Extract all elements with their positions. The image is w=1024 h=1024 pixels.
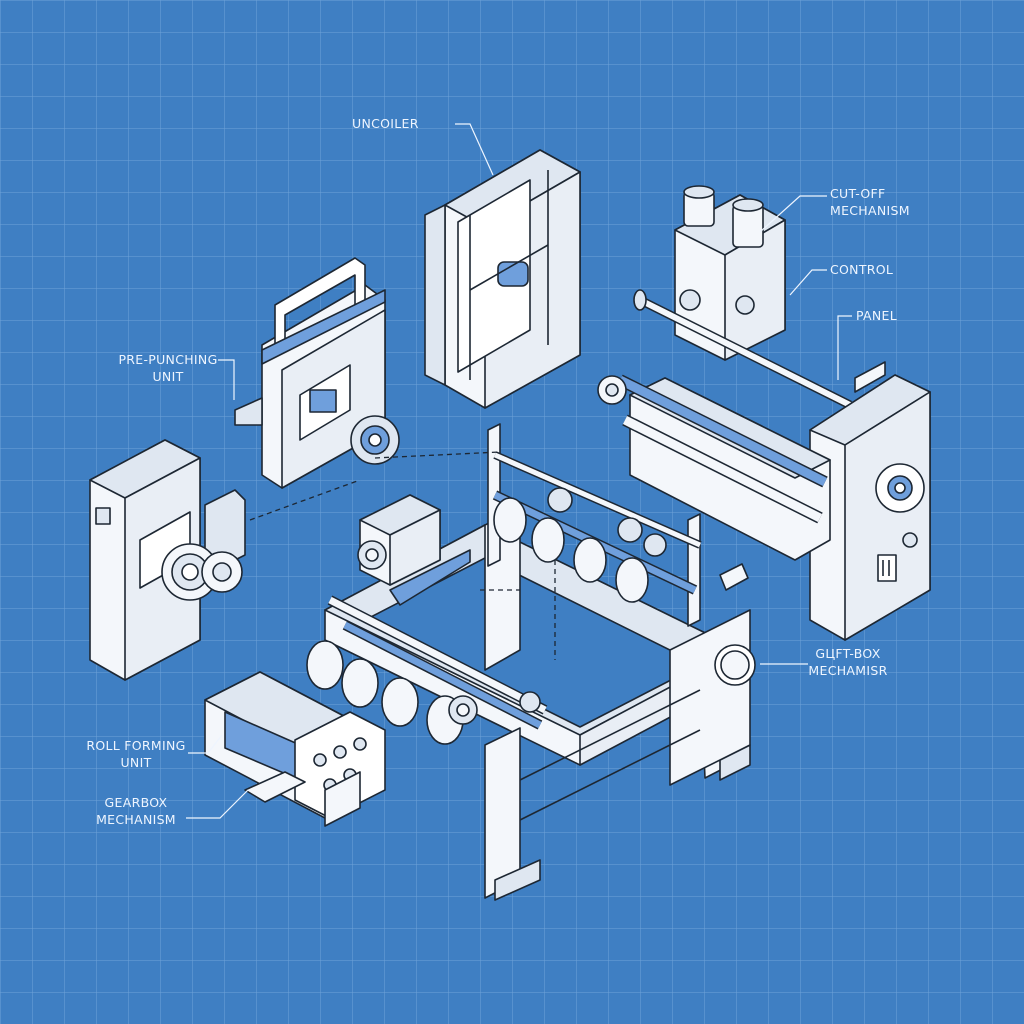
cut-off-mechanism — [633, 185, 853, 410]
label-pre-punching-unit: PRE-PUNCHING UNIT — [116, 352, 220, 386]
label-uncoiler: UNCOILER — [352, 116, 419, 131]
right-roller-assembly — [597, 374, 831, 561]
roll-forming-housing — [204, 671, 386, 827]
label-panel: PANEL — [856, 308, 898, 323]
label-pre-punching-line-1: PRE-PUNCHING — [118, 352, 218, 367]
drive-cabinet — [89, 439, 246, 681]
label-gift-box-mechanism: G⁠ЦFT-BOX MECHAMISR — [800, 646, 896, 680]
pre-punching-unit — [234, 257, 400, 489]
label-gift-box-line-1: G⁠ЦFT-BOX — [815, 646, 881, 661]
roll-forming-rollers — [306, 595, 548, 745]
drive-motor — [357, 494, 471, 606]
label-gearbox-line-2: MECHANISM — [96, 811, 176, 827]
label-roll-forming-unit: ROLL FORMING UNIT — [84, 738, 188, 772]
label-cut-off-mechanism: CUT-OFF MECHANISM — [830, 186, 910, 220]
label-gearbox-line-1: GEARBOX — [104, 795, 168, 810]
control-panel-cabinet — [809, 361, 931, 641]
connector-lines — [249, 451, 556, 660]
leader-lines — [186, 123, 852, 819]
upper-roll-stand — [487, 423, 749, 627]
uncoiler-frame — [424, 149, 581, 409]
label-cut-off-line-1: CUT-OFF — [830, 186, 886, 201]
label-gearbox-mechanism: GEARBOX MECHANISM — [86, 795, 186, 829]
label-roll-forming-line-2: UNIT — [120, 754, 152, 770]
label-cut-off-line-2: MECHANISM — [830, 202, 910, 218]
label-roll-forming-line-1: ROLL FORMING — [86, 738, 186, 753]
label-control: CONTROL — [830, 262, 894, 277]
label-gift-box-line-2: MECHAMISR — [808, 662, 888, 678]
label-pre-punching-line-2: UNIT — [152, 368, 184, 384]
